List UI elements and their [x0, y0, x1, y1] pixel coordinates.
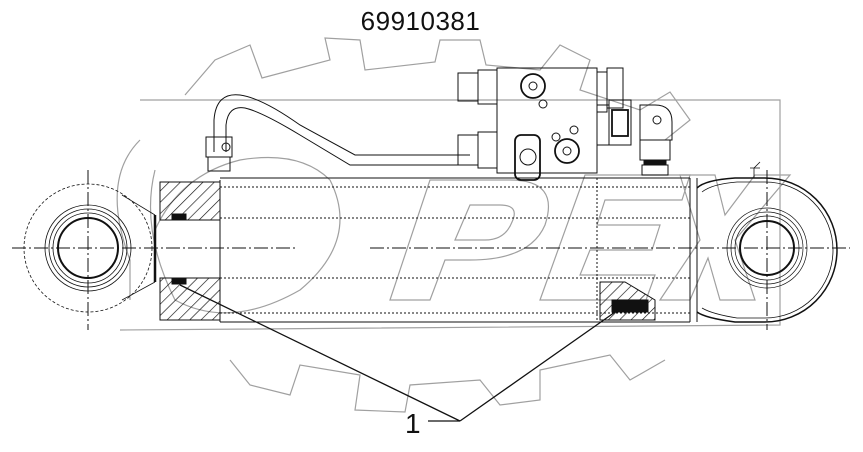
centerlines	[12, 170, 850, 330]
hydraulic-tube	[205, 94, 470, 172]
watermark	[116, 37, 792, 413]
cylinder-barrel	[220, 177, 698, 323]
part-number-text: 69910381	[360, 6, 481, 36]
callout-leaders	[179, 284, 619, 422]
callout-1: 1	[405, 408, 421, 439]
right-rod-eye	[696, 161, 838, 323]
part-number-title: 69910381	[0, 6, 863, 37]
piston	[599, 281, 656, 321]
left-rod-eye	[23, 183, 157, 313]
valve-block	[457, 67, 673, 181]
